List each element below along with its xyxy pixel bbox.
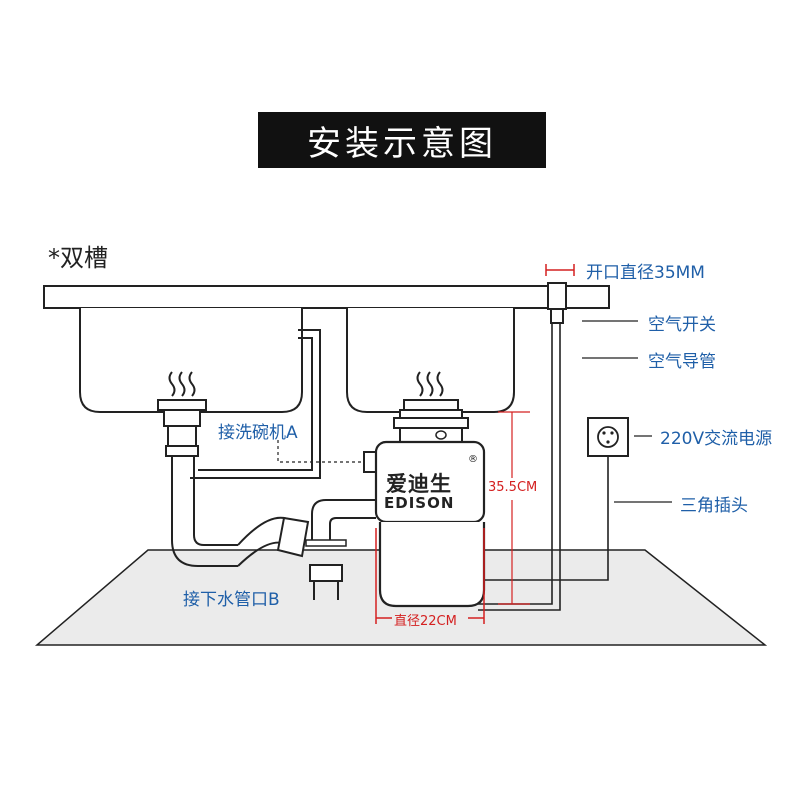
disposer-mount: [393, 399, 469, 443]
label-height: 35.5CM: [488, 480, 538, 495]
label-plug: 三角插头: [680, 496, 748, 516]
brand-name-cn: 爱迪生: [386, 472, 452, 496]
leader-lines: [582, 320, 672, 503]
label-opening: 开口直径35MM: [586, 263, 705, 283]
label-diameter: 直径22CM: [394, 614, 457, 629]
plug-icon: [597, 426, 619, 448]
power-cord: [484, 456, 609, 581]
left-strainer: [157, 399, 207, 457]
subtitle: *双槽: [48, 244, 108, 272]
label-dishwasher: 接洗碗机A: [218, 423, 298, 443]
steam-icon-left: [168, 371, 196, 397]
label-drain: 接下水管口B: [183, 590, 280, 610]
dishwasher-dashed-line: [277, 440, 364, 463]
left-drain-pipe: [171, 456, 238, 567]
label-air-tube: 空气导管: [648, 352, 716, 372]
height-dimension: [498, 411, 530, 605]
dishwasher-inlet: [363, 451, 377, 473]
left-sink-basin: [79, 308, 303, 413]
opening-dimension: [545, 264, 575, 276]
disposer-lower-body: [378, 522, 486, 608]
diagram-title: 安装示意图: [258, 112, 546, 168]
label-air-switch: 空气开关: [648, 315, 716, 335]
diameter-dimension: [375, 528, 485, 624]
steam-icon-right: [416, 371, 444, 397]
air-switch: [547, 282, 567, 310]
outlet-pipe: [311, 499, 376, 540]
drain-connector: [309, 564, 343, 582]
countertop: [43, 285, 610, 309]
trap-coupling: [276, 516, 310, 558]
label-power: 220V交流电源: [660, 429, 773, 449]
brand-name-en: EDISON: [384, 494, 455, 512]
dishwasher-hose: [190, 329, 321, 479]
registered-mark: ®: [468, 454, 478, 465]
